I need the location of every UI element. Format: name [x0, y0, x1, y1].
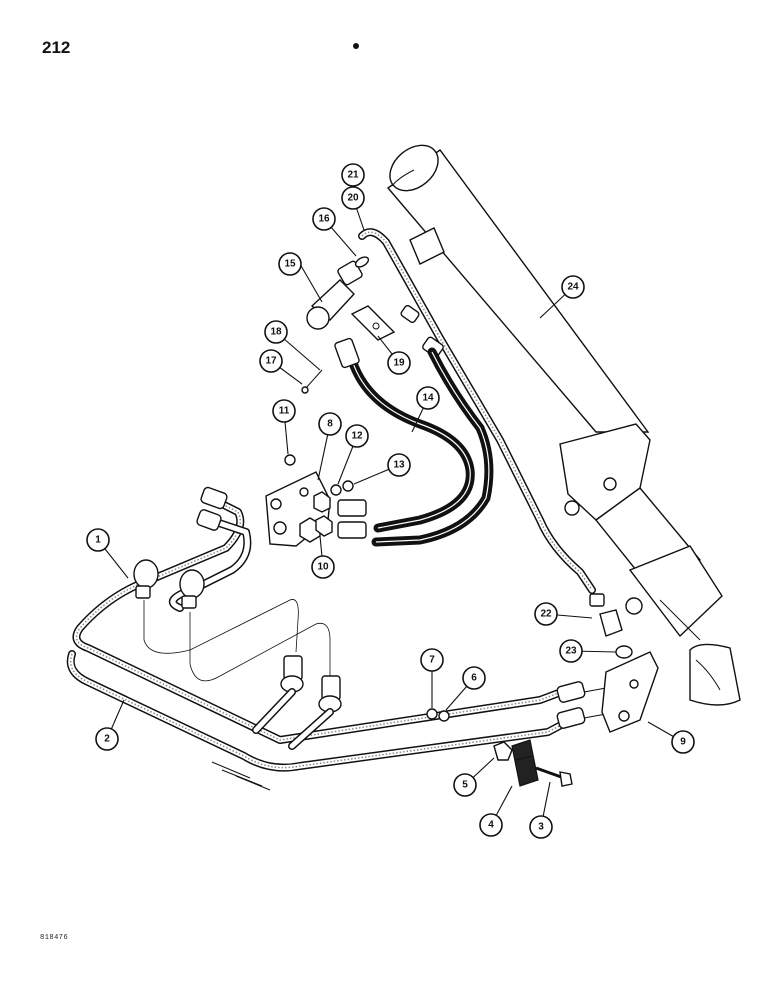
- washer-12: [330, 484, 342, 496]
- svg-text:1: 1: [95, 535, 101, 546]
- svg-text:10: 10: [317, 562, 329, 573]
- hydraulic-hoses: [347, 347, 494, 547]
- fitting-22: [589, 593, 623, 637]
- svg-text:23: 23: [565, 646, 577, 657]
- o-ring-23: [615, 645, 633, 659]
- svg-text:22: 22: [540, 609, 552, 620]
- callout-4: 4: [479, 813, 503, 837]
- right-end-fittings: [556, 681, 607, 729]
- svg-text:16: 16: [318, 214, 330, 225]
- callout-11: 11: [272, 399, 296, 423]
- nut-5: [493, 741, 513, 761]
- lower-tube-fittings: [252, 655, 342, 750]
- svg-text:14: 14: [422, 393, 434, 404]
- clamp-4: [511, 739, 539, 787]
- svg-text:4: 4: [488, 820, 494, 831]
- callout-10: 10: [311, 555, 335, 579]
- clamp-19: [350, 305, 396, 341]
- callout-13: 13: [387, 453, 411, 477]
- hydraulic-cylinder: [386, 144, 741, 706]
- ground-marks: [211, 761, 271, 791]
- steel-tube-20: [358, 228, 596, 594]
- callout-19: 19: [387, 351, 411, 375]
- svg-text:20: 20: [347, 193, 359, 204]
- print-mark: [353, 43, 359, 49]
- callout-12: 12: [345, 424, 369, 448]
- nut-7: [426, 708, 438, 720]
- svg-text:3: 3: [538, 822, 544, 833]
- svg-text:18: 18: [270, 327, 282, 338]
- callout-16: 16: [312, 207, 336, 231]
- callout-21: 21: [341, 163, 365, 187]
- callout-17: 17: [259, 349, 283, 373]
- callout-2: 2: [95, 727, 119, 751]
- elbow-fitting-15: [306, 260, 363, 330]
- callout-6: 6: [462, 666, 486, 690]
- svg-text:6: 6: [471, 673, 477, 684]
- callout-22: 22: [534, 602, 558, 626]
- callout-1: 1: [86, 528, 110, 552]
- svg-text:24: 24: [567, 282, 579, 293]
- svg-text:17: 17: [265, 356, 277, 367]
- callout-24: 24: [561, 275, 585, 299]
- steel-tube-2: [66, 650, 582, 772]
- svg-text:5: 5: [462, 780, 468, 791]
- washer-6: [438, 710, 450, 722]
- svg-text:7: 7: [429, 655, 435, 666]
- svg-text:13: 13: [393, 460, 405, 471]
- svg-text:19: 19: [393, 358, 405, 369]
- page-number: 212: [42, 38, 71, 57]
- bulkhead-fittings-10: [299, 491, 333, 543]
- callout-23: 23: [559, 639, 583, 663]
- callout-14: 14: [416, 386, 440, 410]
- svg-text:21: 21: [347, 170, 359, 181]
- svg-text:12: 12: [351, 431, 363, 442]
- svg-text:8: 8: [327, 419, 333, 430]
- bolt-3: [535, 766, 573, 787]
- o-ring-16: [354, 256, 370, 268]
- callout-3: 3: [529, 815, 553, 839]
- steel-tube-1: [72, 494, 576, 744]
- svg-text:9: 9: [680, 737, 686, 748]
- svg-text:11: 11: [279, 406, 290, 417]
- hose-end-fittings: [334, 337, 367, 539]
- callout-20: 20: [341, 186, 365, 210]
- svg-text:2: 2: [104, 734, 110, 745]
- callout-5: 5: [453, 773, 477, 797]
- bolt-11: [284, 454, 296, 466]
- screw-17: [301, 369, 323, 394]
- callout-9: 9: [671, 730, 695, 754]
- callout-18: 18: [264, 320, 288, 344]
- callout-15: 15: [278, 252, 302, 276]
- nut-13: [342, 480, 354, 492]
- reference-code: 818476: [40, 934, 69, 942]
- callout-7: 7: [420, 648, 444, 672]
- svg-text:15: 15: [284, 259, 296, 270]
- tube-elbow-fittings: [133, 486, 228, 609]
- bracket-9: [601, 651, 659, 733]
- callout-8: 8: [318, 412, 342, 436]
- connection-path-lines: [143, 599, 331, 682]
